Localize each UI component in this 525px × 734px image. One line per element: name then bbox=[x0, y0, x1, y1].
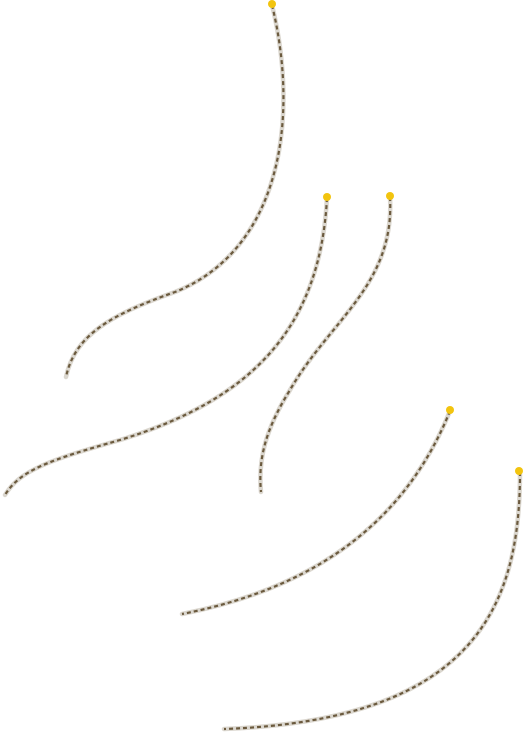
strand-1 bbox=[63, 0, 286, 380]
strand-3 bbox=[258, 192, 394, 495]
dashed-trail bbox=[223, 471, 522, 731]
strand-2 bbox=[2, 193, 331, 498]
dashed-trail bbox=[64, 4, 285, 378]
trail-tip-dot bbox=[515, 467, 523, 475]
dashed-trail bbox=[181, 410, 452, 616]
strand-5 bbox=[221, 467, 523, 732]
trail-tip-dot bbox=[446, 406, 454, 414]
strand-4 bbox=[179, 406, 454, 617]
trail-tip-dot bbox=[386, 192, 394, 200]
dashed-trail bbox=[259, 196, 392, 493]
trail-tip-dot bbox=[323, 193, 331, 201]
trail-tip-dot bbox=[268, 0, 276, 8]
dashed-trail bbox=[4, 197, 329, 496]
